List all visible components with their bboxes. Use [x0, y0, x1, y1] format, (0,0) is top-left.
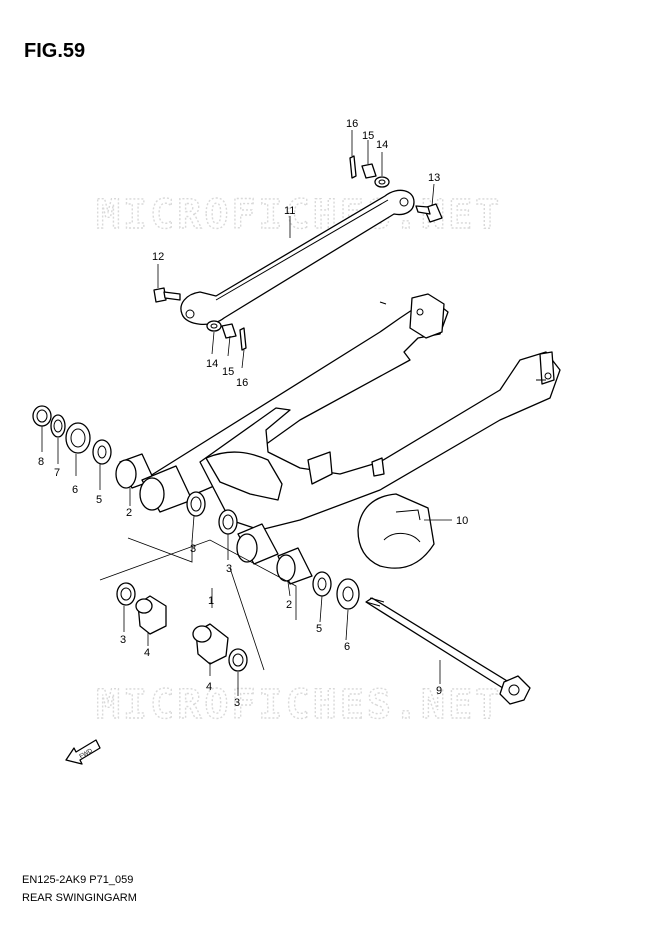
callout-12: 12	[152, 251, 164, 263]
callout-7: 7	[54, 467, 60, 479]
bolt-13-part	[415, 203, 443, 223]
callout-1: 1	[208, 595, 214, 607]
group-bracket-lines	[99, 537, 297, 671]
callout-13: 13	[428, 172, 440, 184]
callout-5-left: 5	[96, 494, 102, 506]
callout-14-top: 14	[376, 139, 388, 151]
callout-15-top: 15	[362, 130, 374, 142]
figure-title: FIG.59	[24, 40, 86, 62]
chain-buffer-part	[357, 493, 435, 569]
callout-6-left: 6	[72, 484, 78, 496]
pivot-shaft-part	[365, 597, 531, 705]
swingarm-frame-part	[149, 293, 561, 531]
callout-3-a: 3	[190, 543, 196, 555]
right-washer-stack	[312, 571, 360, 610]
callout-6-right: 6	[344, 641, 350, 653]
left-seal-washer-stack	[32, 405, 112, 465]
top-fastener-set	[349, 155, 390, 188]
footer-caption: REAR SWINGINGARM	[22, 892, 137, 904]
callout-5-right: 5	[316, 623, 322, 635]
callout-14-bottom: 14	[206, 358, 218, 370]
callout-9: 9	[436, 685, 442, 697]
bottom-fastener-set	[206, 320, 247, 351]
bushing-2-parts	[115, 453, 313, 585]
callout-2-left: 2	[126, 507, 132, 519]
spacer-4-parts	[135, 595, 229, 665]
callout-3-d: 3	[234, 697, 240, 709]
leader-lines	[41, 130, 452, 696]
callout-11: 11	[284, 205, 295, 217]
callout-8: 8	[38, 456, 44, 468]
callout-4-left: 4	[144, 647, 150, 659]
watermark-bottom: MICROFICHES.NET	[96, 682, 502, 728]
bearing-3-parts	[116, 491, 248, 672]
callout-10: 10	[456, 515, 468, 527]
bolt-12-part	[153, 287, 181, 303]
part-callouts: 16 15 14 13 11 12 14 15 16 8 7 6 5 2 3 3…	[38, 118, 468, 709]
callout-2-right: 2	[286, 599, 292, 611]
footer-model-code: EN125-2AK9 P71_059	[22, 874, 134, 886]
callout-16-bottom: 16	[236, 377, 248, 389]
torque-link-part	[180, 189, 415, 325]
callout-16-top: 16	[346, 118, 358, 130]
forward-arrow-icon: FWD	[65, 739, 101, 765]
callout-4-mid: 4	[206, 681, 212, 693]
callout-3-b: 3	[226, 563, 232, 575]
callout-15-bottom: 15	[222, 366, 234, 378]
callout-3-c: 3	[120, 634, 126, 646]
